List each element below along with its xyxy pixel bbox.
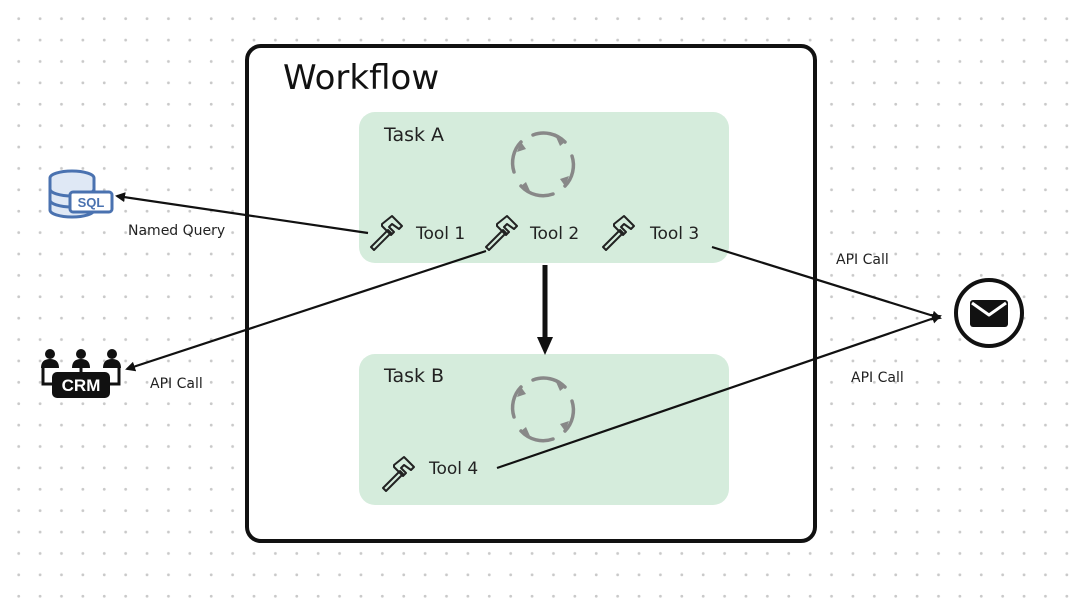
email-icon: [954, 278, 1024, 348]
cycle-icon-task-a: [510, 131, 576, 198]
edge-label-named-query: Named Query: [128, 223, 226, 239]
edge-tool3-email-api-call: [711, 245, 942, 321]
hammer-icon-tool-2: [485, 215, 518, 251]
hammer-icon-tool-1: [370, 215, 403, 251]
edge-crm-api-call: [125, 249, 487, 372]
tool-1-label: Tool 1: [416, 224, 466, 244]
crm-badge-text: CRM: [62, 376, 101, 395]
tool-3-label: Tool 3: [650, 224, 700, 244]
hammer-icon-tool-3: [602, 215, 635, 251]
edge-label-tool4-api-call: API Call: [851, 370, 904, 386]
workflow-title: Workflow: [283, 58, 440, 98]
task-b-title: Task B: [384, 365, 445, 387]
cycle-icon-task-b: [510, 376, 576, 443]
hammer-icon-tool-4: [382, 456, 415, 492]
task-a-title: Task A: [384, 124, 445, 146]
database-badge-text: SQL: [78, 195, 105, 210]
tool-4-label: Tool 4: [429, 459, 479, 479]
edge-label-tool3-api-call: API Call: [836, 252, 889, 268]
edge-tool4-email-api-call: [496, 313, 942, 470]
crm-icon: CRM: [41, 349, 121, 398]
edge-label-crm-api-call: API Call: [150, 376, 203, 392]
tool-2-label: Tool 2: [530, 224, 580, 244]
edge-named-query: [115, 192, 369, 235]
task-a-box: [359, 112, 729, 263]
database-icon: SQL: [48, 169, 114, 219]
